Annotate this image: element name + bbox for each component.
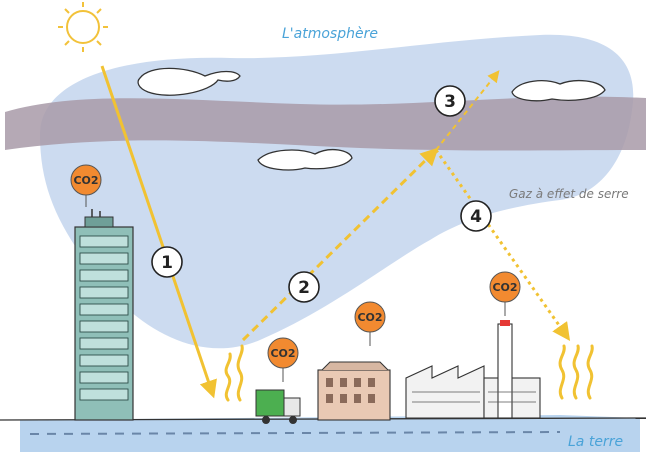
svg-text:1: 1 xyxy=(161,253,173,273)
svg-text:CO2: CO2 xyxy=(357,311,382,324)
ground-strip xyxy=(20,415,640,452)
step-marker-2: 2 xyxy=(288,271,320,303)
svg-text:CO2: CO2 xyxy=(73,174,98,187)
arrow-solar-radiation xyxy=(100,65,217,399)
office-tower xyxy=(74,209,134,421)
svg-text:2: 2 xyxy=(298,278,310,298)
heat-waves-right xyxy=(558,344,594,400)
cloud-right xyxy=(511,79,606,102)
svg-text:4: 4 xyxy=(470,207,482,227)
atmosphere-label: L'atmosphère xyxy=(282,26,378,42)
step-marker-3: 3 xyxy=(434,85,466,117)
road-dashes xyxy=(29,431,561,435)
step-marker-1: 1 xyxy=(151,246,183,278)
co2-marker-apartment: CO2 xyxy=(354,301,386,346)
greenhouse-gas-label: Gaz à effet de serre xyxy=(509,187,629,201)
svg-text:3: 3 xyxy=(444,92,456,112)
arrow-reflected-heat xyxy=(241,147,439,342)
svg-text:CO2: CO2 xyxy=(270,347,295,360)
step-marker-4: 4 xyxy=(460,200,492,232)
arrow-escaping-heat xyxy=(435,70,500,151)
co2-marker-tower: CO2 xyxy=(70,164,102,207)
factory xyxy=(405,320,541,419)
apartment-building xyxy=(317,361,391,421)
earth-label: La terre xyxy=(568,434,623,450)
cloud-center xyxy=(257,148,353,171)
greenhouse-gas-band xyxy=(5,96,646,151)
heat-waves-left xyxy=(224,344,244,402)
cloud-left xyxy=(137,67,241,96)
co2-marker-factory: CO2 xyxy=(489,271,521,316)
arrow-trapped-heat xyxy=(434,149,571,341)
delivery-truck xyxy=(255,389,301,424)
svg-text:CO2: CO2 xyxy=(492,281,517,294)
sun-icon xyxy=(58,2,108,52)
co2-marker-truck: CO2 xyxy=(267,337,299,382)
